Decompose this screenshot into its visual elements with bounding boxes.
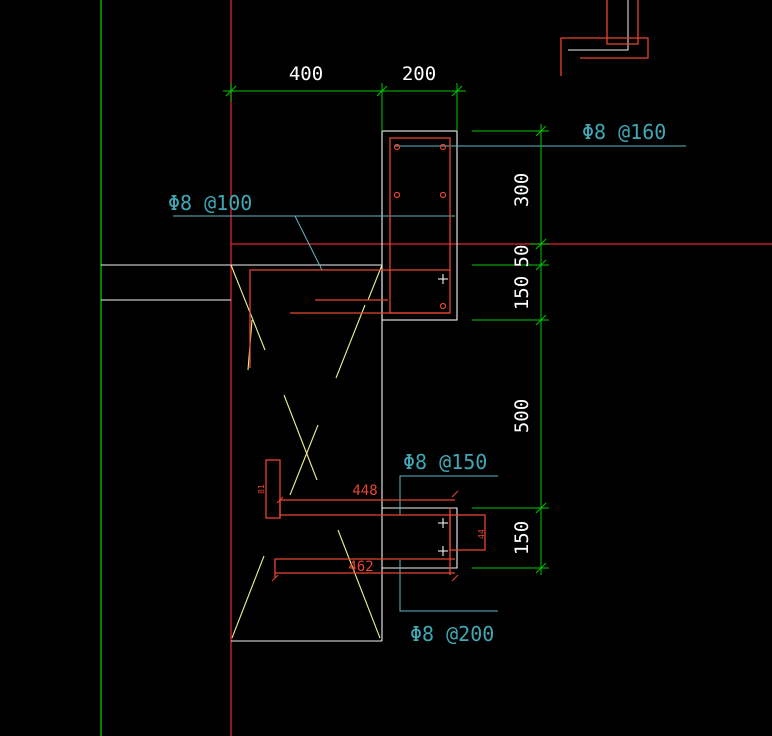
rebar-note-top-right: Φ8 @160 bbox=[582, 120, 666, 144]
rebar-note-mid-right: Φ8 @150 bbox=[403, 450, 487, 474]
dim-label-300: 300 bbox=[511, 173, 533, 207]
rebar-tick bbox=[271, 574, 279, 582]
hatch-line bbox=[335, 304, 366, 379]
dim-tick bbox=[535, 502, 547, 514]
corner-detail-red-inner bbox=[606, 0, 639, 45]
corner-detail-red-outer bbox=[560, 37, 649, 76]
dim-label-50: 50 bbox=[511, 245, 533, 268]
slab-edge-lines bbox=[101, 264, 231, 301]
dim-tick bbox=[535, 314, 547, 326]
dim-tick bbox=[535, 259, 547, 271]
rebar-note-left: Φ8 @100 bbox=[168, 191, 252, 215]
rebar-tick bbox=[276, 496, 284, 504]
rebar-hook-left-label: 81 bbox=[257, 484, 266, 494]
dim-label-150-lower: 150 bbox=[511, 521, 533, 555]
upper-hook bbox=[265, 459, 281, 519]
rebar-dot bbox=[439, 191, 447, 199]
hatch-line bbox=[230, 264, 266, 351]
hatch-line bbox=[337, 529, 381, 639]
dim-tick bbox=[451, 85, 463, 97]
corner-detail-top-right bbox=[560, 0, 649, 76]
rebar-dot bbox=[393, 143, 401, 151]
axis-lines bbox=[100, 0, 772, 736]
rebar-tick bbox=[451, 574, 459, 582]
dim-label-150-upper: 150 bbox=[511, 276, 533, 310]
hatch-line bbox=[289, 424, 319, 496]
rebar-dot bbox=[393, 191, 401, 199]
dim-tick bbox=[225, 85, 237, 97]
dim-tick bbox=[535, 238, 547, 250]
hatch-line bbox=[367, 264, 383, 301]
dim-label-400: 400 bbox=[289, 63, 323, 85]
rebar-dots bbox=[393, 143, 447, 310]
dimension-lines bbox=[223, 83, 549, 575]
dim-tick bbox=[535, 562, 547, 574]
dim-tick bbox=[535, 125, 547, 137]
rebar-dot bbox=[439, 302, 447, 310]
slab-top-bar bbox=[249, 269, 450, 368]
corner-detail-white bbox=[568, 0, 629, 51]
dim-label-200: 200 bbox=[402, 63, 436, 85]
hatch-line bbox=[231, 555, 265, 639]
leader-bottom bbox=[399, 560, 498, 612]
rebar-dot bbox=[439, 143, 447, 151]
rebar-length-448: 448 bbox=[352, 483, 377, 499]
bottom-beam-outline bbox=[382, 507, 458, 569]
rebar-note-bottom: Φ8 @200 bbox=[410, 622, 494, 646]
concrete-outlines bbox=[231, 130, 458, 642]
rebar-lines bbox=[249, 137, 486, 578]
cross-marks bbox=[438, 274, 448, 556]
rebar-length-462: 462 bbox=[348, 559, 373, 575]
lower-hook-bar bbox=[274, 558, 455, 578]
top-beam-outline bbox=[381, 130, 458, 321]
leader-mid-right bbox=[399, 475, 498, 515]
rebar-tick bbox=[451, 490, 459, 498]
dim-tick bbox=[376, 85, 388, 97]
section-hatch bbox=[230, 264, 383, 639]
dim-label-500: 500 bbox=[511, 399, 533, 433]
rebar-hook-right-label: 44 bbox=[477, 529, 486, 539]
hatch-line bbox=[283, 394, 318, 481]
rebar-ticks bbox=[271, 490, 459, 582]
